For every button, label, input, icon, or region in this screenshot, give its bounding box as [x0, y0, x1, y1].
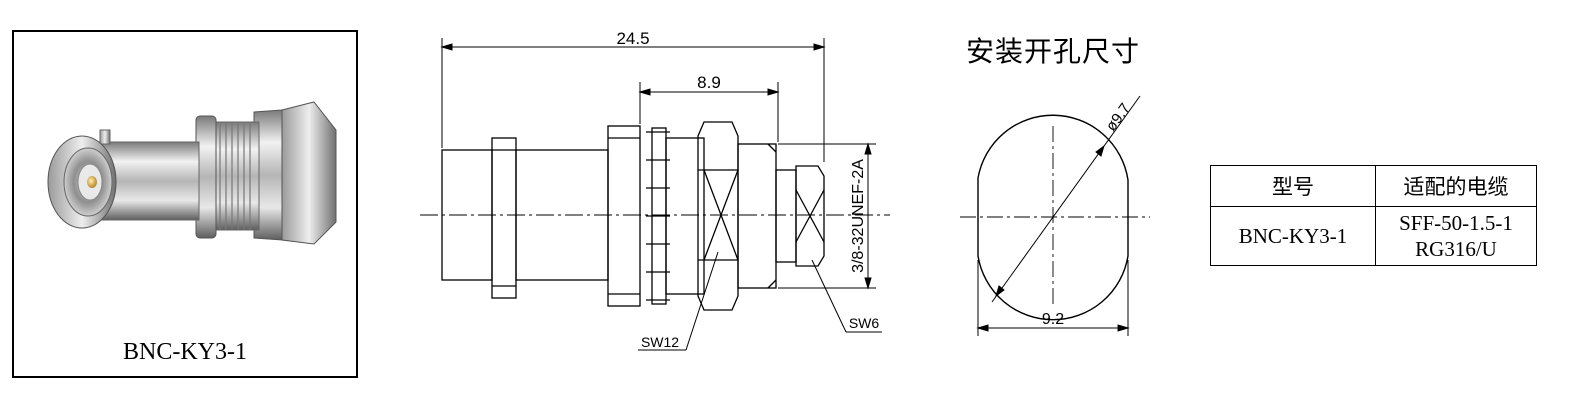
connector-photo	[47, 101, 337, 245]
panel-length-label: 8.9	[697, 73, 721, 92]
cable-2: RG316/U	[1415, 237, 1497, 261]
cell-model: BNC-KY3-1	[1210, 206, 1376, 266]
side-view-drawing: 24.5 8.9 3/8-32UNEF-2A SW12 SW6	[420, 29, 890, 351]
product-photo-panel: BNC-KY3-1	[12, 30, 358, 378]
header-model: 型号	[1210, 165, 1376, 207]
photo-caption: BNC-KY3-1	[123, 339, 247, 365]
overall-length-label: 24.5	[616, 29, 649, 48]
cable-1: SFF-50-1.5-1	[1399, 211, 1513, 235]
hole-diameter-label: ø9.7	[1103, 100, 1134, 134]
mounting-hole-title: 安装开孔尺寸	[966, 35, 1141, 68]
header-cable: 适配的电缆	[1375, 165, 1537, 207]
spec-table: 型号 适配的电缆 BNC-KY3-1 SFF-50-1.5-1 RG316/U	[1210, 165, 1537, 266]
table-row: BNC-KY3-1 SFF-50-1.5-1 RG316/U	[1210, 206, 1537, 266]
thread-spec-label: 3/8-32UNEF-2A	[850, 159, 867, 273]
rear-wrench-label: SW6	[849, 315, 880, 331]
cell-cables: SFF-50-1.5-1 RG316/U	[1375, 206, 1537, 266]
mounting-hole-drawing: ø9.7 9.2	[960, 95, 1150, 336]
nut-wrench-label: SW12	[641, 334, 679, 350]
flat-width-label: 9.2	[1042, 311, 1064, 328]
table-header-row: 型号 适配的电缆	[1210, 165, 1537, 207]
